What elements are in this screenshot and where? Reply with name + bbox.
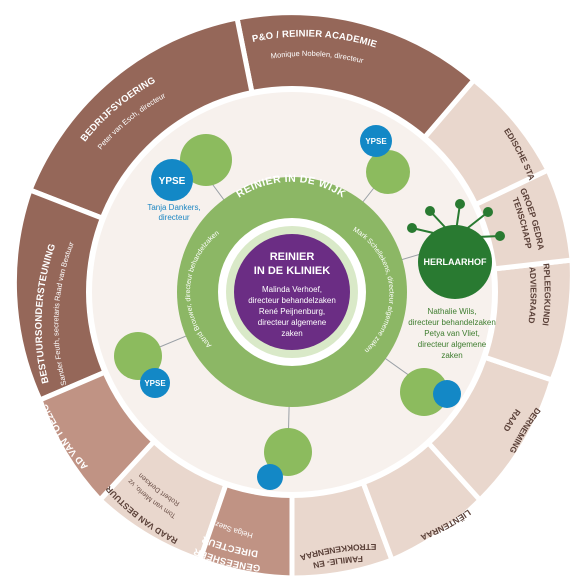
verpleegkundige-title2: ADVIESRAAD xyxy=(526,266,538,324)
node-left[interactable] xyxy=(114,332,162,380)
herlaarhof-line: zaken xyxy=(441,351,462,360)
ypse-caption-line1: Tanja Dankers, xyxy=(147,203,200,212)
ypse-label-top-right: YPSE xyxy=(365,137,387,146)
ypse-circle-top-right[interactable] xyxy=(360,125,392,157)
herlaarhof-dot xyxy=(495,231,505,241)
node-top-right[interactable] xyxy=(366,150,410,194)
herlaarhof-line: Nathalie Wils, xyxy=(428,307,477,316)
ypse-circle-left[interactable] xyxy=(140,368,170,398)
satellite-nodes xyxy=(114,134,448,476)
herlaarhof-dot xyxy=(407,223,417,233)
ypse-nodes: YPSE YPSE YPSE xyxy=(140,125,461,490)
herlaarhof-line: directeur behandelzaken xyxy=(408,318,496,327)
ypse-label-left: YPSE xyxy=(144,379,166,388)
herlaarhof-dot xyxy=(425,206,435,216)
node-bottom[interactable] xyxy=(264,428,312,476)
kliniek-line: zaken xyxy=(281,329,302,338)
herlaarhof-label: HERLAARHOF xyxy=(424,257,487,267)
herlaarhof-line: Petya van Vliet, xyxy=(424,329,480,338)
herlaarhof-dot xyxy=(455,199,465,209)
node-right-bottom[interactable] xyxy=(400,368,448,416)
ypse-label-main: YPSE xyxy=(159,176,186,187)
kliniek-line: Malinda Verhoef, xyxy=(262,285,322,294)
herlaarhof-group: HERLAARHOF xyxy=(407,199,505,299)
herlaarhof-dot xyxy=(483,207,493,217)
kliniek-title-line1: REINIER xyxy=(270,251,315,263)
kliniek-line: directeur algemene xyxy=(258,318,327,327)
ypse-caption-line2: directeur xyxy=(158,213,189,222)
kliniek-line: René Peijnenburg, xyxy=(259,307,325,316)
kliniek-circle[interactable] xyxy=(234,234,350,350)
ypse-dot-bottom[interactable] xyxy=(257,464,283,490)
herlaarhof-line: directeur algemene xyxy=(418,340,487,349)
node-top-left[interactable] xyxy=(180,134,232,186)
kliniek-title-line2: IN DE KLINIEK xyxy=(254,265,330,277)
kliniek-line: directeur behandelzaken xyxy=(248,296,336,305)
ypse-dot-right[interactable] xyxy=(433,380,461,408)
herlaarhof-circle[interactable] xyxy=(418,225,492,299)
ypse-circle-main[interactable] xyxy=(151,159,193,201)
